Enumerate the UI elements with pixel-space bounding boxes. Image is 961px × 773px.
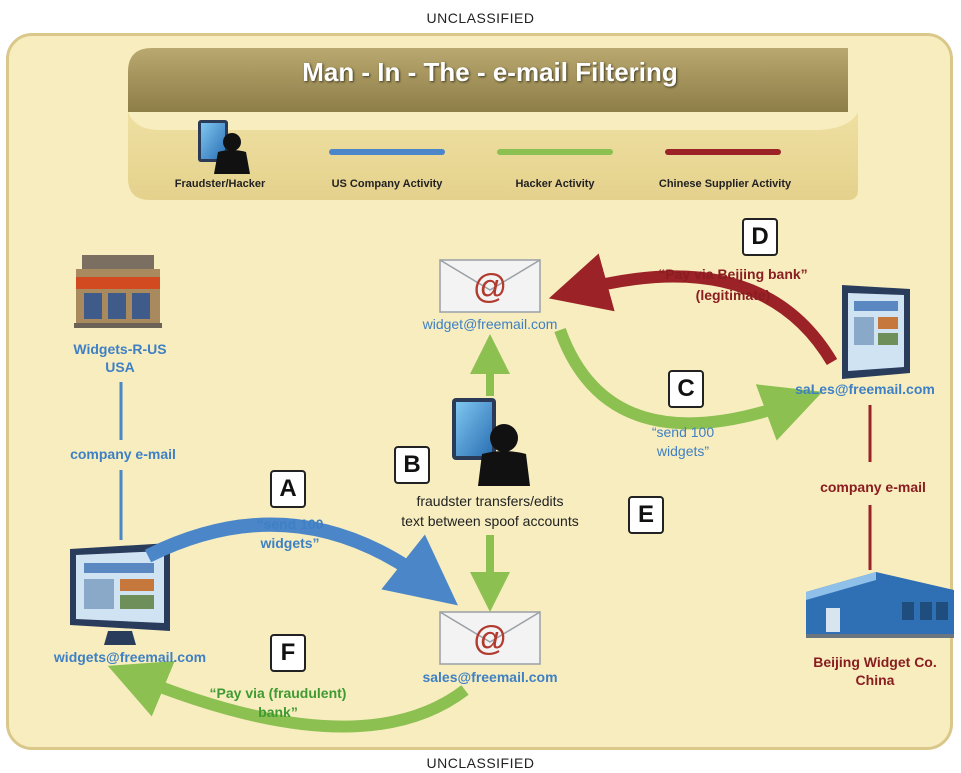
supplier-name: Beijing Widget Co.: [813, 654, 937, 670]
store-building-icon: [74, 255, 162, 328]
svg-text:@: @: [473, 620, 508, 658]
step-d-message-line1: “Pay via Beijing bank”: [658, 266, 808, 282]
us-company-name: Widgets-R-US: [73, 341, 167, 357]
step-a-badge: A: [270, 470, 306, 508]
step-b-message-line2: text between spoof accounts: [401, 513, 579, 529]
us-computer-icon: [70, 543, 170, 645]
diagram-title: Man - In - The - e-mail Filtering: [302, 57, 678, 87]
classification-bottom: UNCLASSIFIED: [426, 755, 535, 771]
supplier-link-label: company e-mail: [820, 479, 926, 495]
legend-hacker-icon: [198, 120, 250, 174]
supplier-computer-address: saLes@freemail.com: [795, 381, 935, 397]
envelope-icon-bottom: @: [439, 611, 541, 665]
step-c-badge: C: [668, 370, 704, 408]
step-b-badge: B: [394, 446, 430, 484]
step-c-message-line1: “send 100: [651, 424, 715, 440]
supplier-country: China: [855, 672, 895, 688]
step-f-badge: F: [270, 634, 306, 672]
svg-text:@: @: [473, 268, 508, 306]
title-banner: [128, 48, 858, 200]
us-company-country: USA: [105, 359, 135, 375]
legend-label-hacker: Hacker Activity: [515, 178, 595, 190]
envelope-icon-top: @: [439, 259, 541, 313]
arrow-f: [107, 661, 469, 733]
step-b-message-line1: fraudster transfers/edits: [416, 493, 564, 509]
hacker-icon: [452, 398, 530, 486]
step-a-message-line2: widgets”: [260, 535, 320, 551]
step-a-message-line1: “send 100: [256, 516, 324, 532]
us-link-label: company e-mail: [70, 446, 176, 462]
us-computer-address: widgets@freemail.com: [53, 649, 207, 665]
supplier-computer-icon: [842, 285, 910, 379]
step-d-badge: D: [742, 218, 778, 256]
arrow-c: [554, 327, 823, 441]
step-d-message-line2: (legitimate): [695, 287, 771, 303]
warehouse-icon: [806, 572, 954, 638]
legend-label-supplier: Chinese Supplier Activity: [658, 178, 792, 190]
legend-label-us: US Company Activity: [331, 178, 443, 190]
step-c-message-line2: widgets”: [656, 443, 710, 459]
spoof-bottom-address: sales@freemail.com: [422, 669, 558, 685]
step-f-message-line1: “Pay via (fraudulent): [209, 685, 347, 701]
spoof-top-address: widget@freemail.com: [422, 316, 558, 332]
arrow-a: [144, 517, 458, 606]
step-e-badge: E: [628, 496, 664, 534]
arrow-d: [548, 253, 838, 366]
step-f-message-line2: bank”: [258, 704, 298, 720]
classification-top: UNCLASSIFIED: [426, 10, 535, 26]
legend-label-fraudster: Fraudster/Hacker: [174, 178, 266, 190]
